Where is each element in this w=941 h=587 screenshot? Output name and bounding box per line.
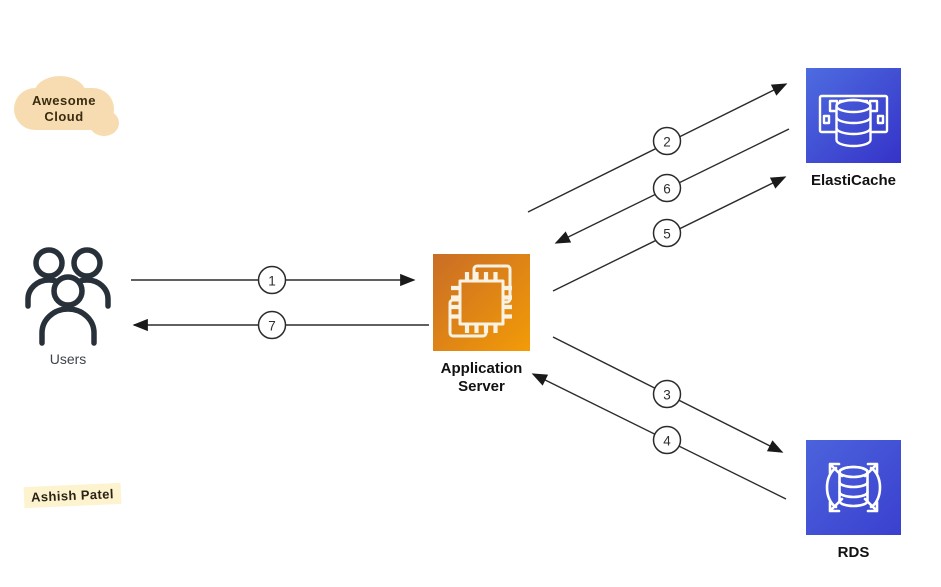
node-elasticache: ElastiCache	[806, 68, 901, 190]
cloud-sticker-label: Awesome Cloud	[32, 93, 96, 125]
node-users: Users	[16, 246, 120, 368]
edge-7-number: 7	[268, 319, 276, 334]
edge-1-number: 1	[268, 274, 276, 289]
edge-5-number: 5	[663, 227, 671, 242]
edge-6-number: 6	[663, 182, 671, 197]
node-application-server: Application Server	[433, 254, 530, 396]
users-label: Users	[49, 351, 87, 367]
edge-4: 4	[531, 373, 787, 500]
edge-1: 1	[131, 265, 416, 295]
scalable-database-icon	[806, 440, 901, 535]
elasticache-label: ElastiCache	[810, 172, 897, 189]
cloud-shape	[14, 76, 119, 136]
edge-4-number: 4	[663, 434, 671, 449]
edge-5: 5	[552, 176, 787, 292]
application-server-label: Application Server	[440, 360, 523, 395]
edge-7: 7	[132, 310, 429, 340]
edge-3: 3	[552, 336, 784, 453]
cloud-sticker: Awesome Cloud	[14, 76, 119, 136]
memory-cache-database-icon	[806, 68, 901, 163]
edge-2-number: 2	[663, 135, 671, 150]
edge-3-number: 3	[663, 388, 671, 403]
edge-6: 6	[554, 128, 790, 244]
rds-label: RDS	[837, 544, 870, 561]
node-rds: RDS	[806, 440, 901, 562]
edge-2: 2	[527, 83, 788, 213]
users-group-icon	[25, 247, 111, 346]
compute-chip-icon	[433, 254, 530, 351]
